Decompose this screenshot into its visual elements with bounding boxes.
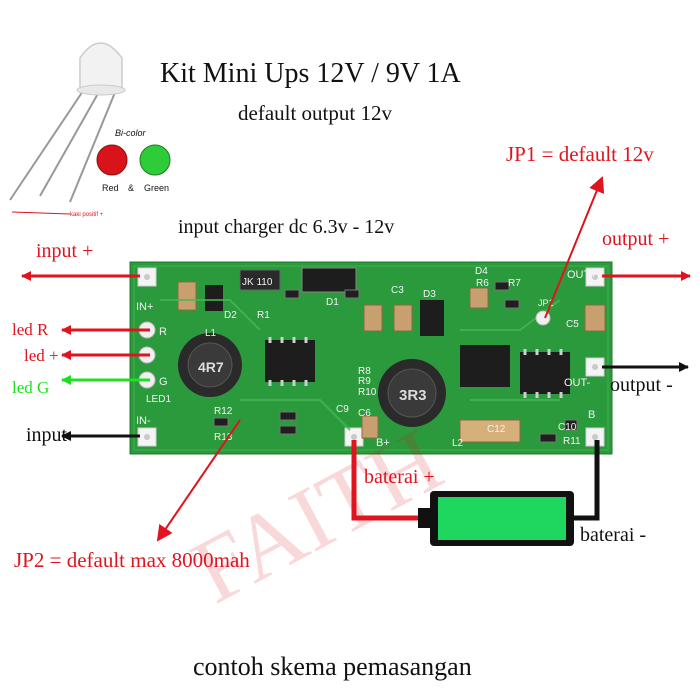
pcb-label-c5: C5	[566, 319, 579, 330]
pcb-label-r1: R1	[257, 310, 270, 321]
pcb-label-l1: L1	[205, 328, 217, 339]
pcb-label-r11: R11	[563, 436, 581, 447]
pcb-label-r7: R7	[508, 278, 521, 289]
pcb-label-led1: LED1	[146, 394, 171, 405]
legend-bicolor-title: Bi-color	[115, 128, 147, 138]
output-minus-label: output -	[610, 374, 673, 396]
bicolor-legend	[96, 144, 171, 176]
page-subtitle: default output 12v	[238, 101, 392, 125]
pcb-label-b: B	[588, 409, 595, 421]
output-plus-label: output +	[602, 228, 670, 250]
pcb-label-jk: JK 110	[242, 277, 273, 288]
pcb-label-r13: R13	[214, 432, 233, 443]
pcb-label-d2: D2	[224, 310, 237, 321]
inductor-1-marking: 4R7	[198, 359, 224, 375]
pcb-label-out-plus: OUT+	[567, 269, 597, 281]
battery-icon	[418, 491, 574, 546]
pcb-label-d3: D3	[423, 289, 436, 300]
led-g-label: led G	[12, 378, 50, 397]
pcb-label-c6: C6	[358, 408, 371, 419]
pcb-label-d1: D1	[326, 297, 339, 308]
pcb-label-r10: R10	[358, 387, 377, 398]
pcb-silkscreen: IN+ IN- OUT+ OUT- R G LED1 B+ B D1 D2 D3…	[136, 266, 597, 449]
legend-red-label: Red	[102, 183, 119, 193]
jp1-label: JP1 = default 12v	[506, 142, 654, 166]
pcb-label-r9: R9	[358, 376, 371, 387]
baterai-plus-label: baterai +	[364, 466, 435, 488]
input-charger-label: input charger dc 6.3v - 12v	[178, 216, 395, 238]
arrows	[21, 176, 691, 542]
page-title: Kit Mini Ups 12V / 9V 1A	[160, 58, 461, 89]
led-r-label: led R	[12, 320, 49, 339]
pcb-label-b-plus: B+	[376, 437, 390, 449]
legend-texts: Bi-color Red & Green kaki positif +	[70, 128, 169, 218]
pcb-label-d4: D4	[475, 266, 488, 277]
pcb-label-jp1: JP1	[538, 298, 554, 308]
baterai-minus-label: baterai -	[580, 524, 647, 546]
pcb-label-r6: R6	[476, 278, 489, 289]
pcb-label-r12: R12	[214, 406, 233, 417]
led-plus-label: led +	[24, 346, 59, 365]
legend-note: kaki positif +	[70, 212, 104, 218]
inductor-2-marking: 3R3	[399, 387, 427, 404]
jp2-label: JP2 = default max 8000mah	[14, 548, 250, 572]
pcb-label-c9: C9	[336, 404, 349, 415]
pcb-label-r: R	[159, 326, 167, 338]
bicolor-led-component	[9, 42, 126, 215]
pcb-label-out-minus: OUT-	[564, 377, 591, 389]
pcb-label-c3: C3	[391, 285, 404, 296]
input-minus-label: input -	[26, 424, 79, 446]
pcb-label-r8: R8	[358, 366, 371, 377]
input-plus-label: input +	[36, 240, 94, 262]
pcb-label-in-plus: IN+	[136, 301, 153, 313]
pcb-label-c10: C10	[558, 422, 577, 433]
pcb-label-in-minus: IN-	[136, 415, 151, 427]
pcb-label-l2: L2	[452, 438, 464, 449]
legend-green-label: Green	[144, 183, 169, 193]
pcb-label-c12: C12	[487, 424, 506, 435]
battery-wiring	[351, 440, 600, 521]
pcb-board	[129, 261, 613, 455]
pcb-label-g: G	[159, 376, 168, 388]
footer-caption: contoh skema pemasangan	[193, 652, 472, 681]
legend-amp-label: &	[128, 183, 134, 193]
